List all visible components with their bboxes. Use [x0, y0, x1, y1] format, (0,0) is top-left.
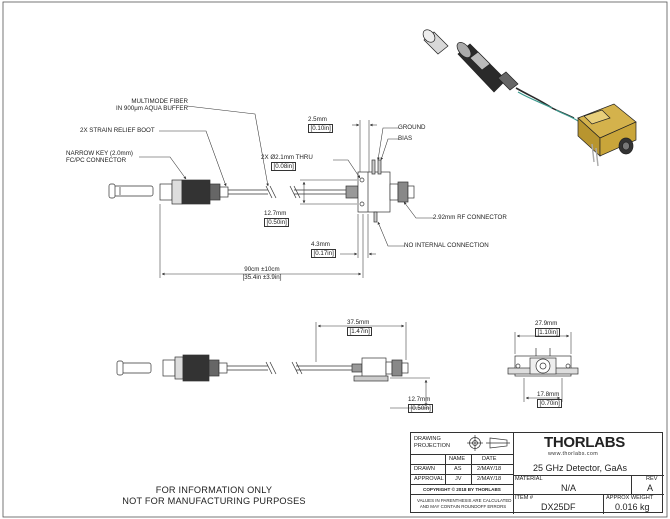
dim-length: 90cm ±10cm [35.4in ±3.9in] — [222, 266, 302, 281]
dim-12-7mm-top-in: [0.50in] — [264, 217, 290, 227]
projection-label: DRAWING PROJECTION — [414, 436, 450, 449]
top-leaders — [139, 105, 434, 278]
dim-27-9mm-mm: 27.9mm — [535, 320, 558, 327]
narrow-key-line1: NARROW KEY (2.0mm) — [66, 150, 133, 157]
projection-label-line2: PROJECTION — [414, 442, 451, 449]
website-url: www.thorlabs.com — [548, 451, 599, 457]
item-value: DX25DF — [541, 502, 576, 512]
dim-37-5mm-mm: 37.5mm — [347, 319, 370, 326]
dim-17-8mm: 17.8mm [0.70in] — [537, 391, 563, 408]
narrow-key-label: NARROW KEY (2.0mm) FC/PC CONNECTOR — [66, 150, 133, 164]
disclaimer-line1: FOR INFORMATION ONLY — [155, 485, 273, 495]
drawn-date: 2/MAY/18 — [477, 466, 502, 472]
dim-length-in: [35.4in ±3.9in] — [242, 273, 282, 281]
side-view — [116, 354, 409, 382]
dim-12-7mm-top: 12.7mm [0.50in] — [264, 210, 290, 227]
dim-12-7mm-side: 12.7mm [0.50in] — [408, 396, 434, 413]
iso-dust-cap — [422, 29, 449, 55]
detector-body-top — [345, 159, 415, 223]
drawn-name: AS — [454, 466, 462, 472]
fiber-label-line1: MULTIMODE FIBER — [131, 98, 188, 105]
side-dims — [315, 322, 430, 409]
fiber-label: MULTIMODE FIBER IN 900μm AQUA BUFFER — [88, 98, 188, 112]
name-header: NAME — [449, 456, 466, 462]
dim-12-7mm-top-mm: 12.7mm — [264, 210, 287, 217]
rev-label: REV — [646, 476, 658, 482]
dim-37-5mm: 37.5mm [1.47in] — [347, 319, 373, 336]
weight-value: 0.016 kg — [615, 502, 650, 512]
drawn-label: DRAWN — [414, 466, 435, 472]
thru-hole-dim: 2X Ø2.1mm THRU [0.08in] — [261, 154, 313, 171]
dim-2-5mm: 2.5mm [0.10in] — [308, 116, 334, 133]
thru-hole-inch: [0.08in] — [271, 161, 297, 171]
copyright: COPYRIGHT © 2018 BY THORLABS — [423, 487, 501, 492]
dim-2-5mm-mm: 2.5mm — [308, 116, 327, 123]
fc-connector-top — [159, 179, 229, 205]
iso-render — [422, 29, 637, 167]
dim-12-7mm-side-mm: 12.7mm — [408, 396, 431, 403]
fiber-side — [227, 361, 352, 375]
part-description: 25 GHz Detector, GaAs — [533, 463, 628, 473]
fiber-label-line2: IN 900μm AQUA BUFFER — [116, 105, 188, 112]
material-value: N/A — [561, 483, 577, 493]
dim-2-5mm-in: [0.10in] — [308, 123, 334, 133]
thorlabs-logo: THORLABS — [544, 434, 625, 451]
material-label: MATERIAL — [515, 476, 543, 482]
title-block: DRAWING PROJECTION NAME DATE DRAWN AS 2/… — [410, 432, 664, 514]
dim-4-3mm: 4.3mm [0.17in] — [311, 241, 337, 258]
strain-relief-label: 2X STRAIN RELIEF BOOT — [80, 127, 155, 134]
dim-37-5mm-in: [1.47in] — [347, 326, 373, 336]
fc-connector-side — [162, 354, 228, 382]
projection-symbol — [467, 435, 510, 451]
no-connection-label: NO INTERNAL CONNECTION — [404, 242, 489, 249]
dim-4-3mm-in: [0.17in] — [311, 248, 337, 258]
rf-connector-label: 2.92mm RF CONNECTOR — [433, 214, 507, 221]
narrow-key-line2: FC/PC CONNECTOR — [66, 157, 127, 164]
dim-length-cm: 90cm ±10cm — [244, 266, 280, 273]
disclaimer-line2: NOT FOR MANUFACTURING PURPOSES — [122, 496, 306, 506]
iso-fiber — [515, 87, 579, 122]
thru-hole-size: Ø2.1mm THRU — [270, 154, 313, 161]
dim-12-7mm-side-in: [0.50in] — [408, 403, 434, 413]
projection-label-line1: DRAWING — [414, 436, 441, 442]
approval-date: 2/MAY/18 — [477, 476, 502, 482]
calc-note-line2: AND MAY CONTAIN ROUNDOFF ERRORS — [419, 503, 507, 509]
rev-value: A — [647, 483, 654, 493]
dim-17-8mm-mm: 17.8mm — [537, 391, 560, 398]
weight-label: APPROX WEIGHT — [606, 495, 654, 501]
item-label: ITEM # — [515, 495, 534, 501]
approval-label: APPROVAL — [414, 476, 444, 482]
calc-note-line1: VALUES IN PARENTHESIS ARE CALCULATED — [417, 498, 512, 503]
dim-27-9mm-in: [1.10in] — [535, 327, 561, 337]
date-header: DATE — [482, 456, 497, 462]
thru-hole-count: 2X — [261, 154, 269, 161]
dust-cap-side — [116, 360, 152, 376]
top-view — [108, 159, 415, 223]
detector-body-side — [351, 357, 409, 382]
disclaimer: FOR INFORMATION ONLY NOT FOR MANUFACTURI… — [104, 485, 324, 507]
end-dims — [514, 332, 572, 402]
fiber-top — [228, 185, 346, 199]
dim-17-8mm-in: [0.70in] — [537, 398, 563, 408]
dim-27-9mm: 27.9mm [1.10in] — [535, 320, 561, 337]
dim-4-3mm-mm: 4.3mm — [311, 241, 330, 248]
iso-connector — [456, 42, 519, 93]
end-view — [507, 348, 579, 377]
calc-note: VALUES IN PARENTHESIS ARE CALCULATED AND… — [417, 498, 512, 509]
iso-detector — [577, 103, 637, 167]
ground-label: GROUND — [398, 124, 426, 131]
dust-cap-top — [108, 183, 154, 199]
bias-label: BIAS — [398, 135, 413, 142]
approval-name: JV — [455, 476, 462, 482]
